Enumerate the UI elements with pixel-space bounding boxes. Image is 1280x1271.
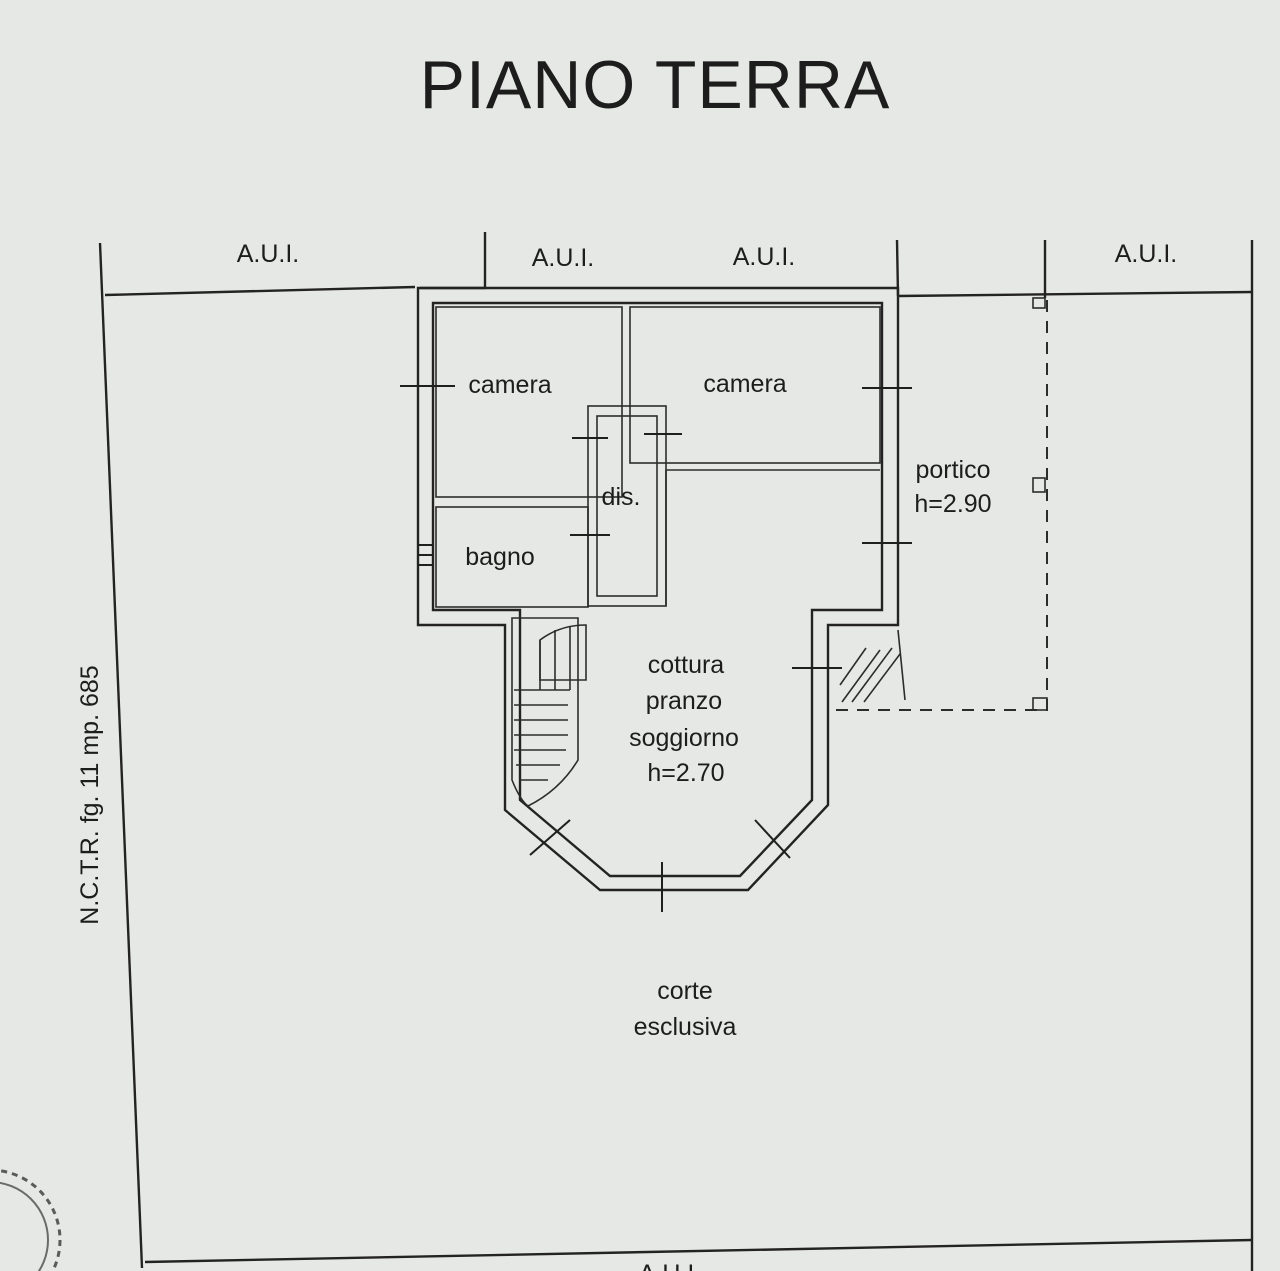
neighbour-label-top-3: A.U.I.	[733, 243, 796, 271]
room-label-bagno: bagno	[465, 543, 535, 571]
room-label-soggiorno: soggiorno	[629, 724, 739, 752]
neighbour-label-top-2: A.U.I.	[532, 244, 595, 272]
room-label-pranzo: pranzo	[646, 687, 722, 715]
house-outer-walls	[416, 286, 900, 892]
room-label-cottura: cottura	[648, 651, 725, 679]
hatched-area	[839, 629, 906, 703]
room-label-camera-right: camera	[703, 370, 786, 398]
neighbour-label-bottom: A.U.I.	[639, 1260, 702, 1271]
neighbour-label-top-4: A.U.I.	[1115, 240, 1178, 268]
interior-walls	[435, 306, 881, 608]
plan-title: PIANO TERRA	[420, 47, 891, 123]
room-label-esclusiva: esclusiva	[634, 1013, 737, 1041]
parcel-reference-label: N.C.T.R. fg. 11 mp. 685	[76, 665, 104, 924]
room-label-camera-left: camera	[468, 371, 551, 399]
room-label-disimpegno: dis.	[602, 483, 641, 511]
room-label-portico: portico	[915, 456, 990, 484]
portico-outline	[835, 297, 1048, 711]
window-marks	[400, 385, 912, 912]
room-height-living: h=2.70	[647, 759, 724, 787]
neighbour-label-top-1: A.U.I.	[237, 240, 300, 268]
room-label-corte: corte	[657, 977, 713, 1005]
stamp-fragment	[0, 1169, 62, 1271]
room-height-portico: h=2.90	[914, 490, 991, 518]
spiral-staircase	[511, 617, 587, 807]
